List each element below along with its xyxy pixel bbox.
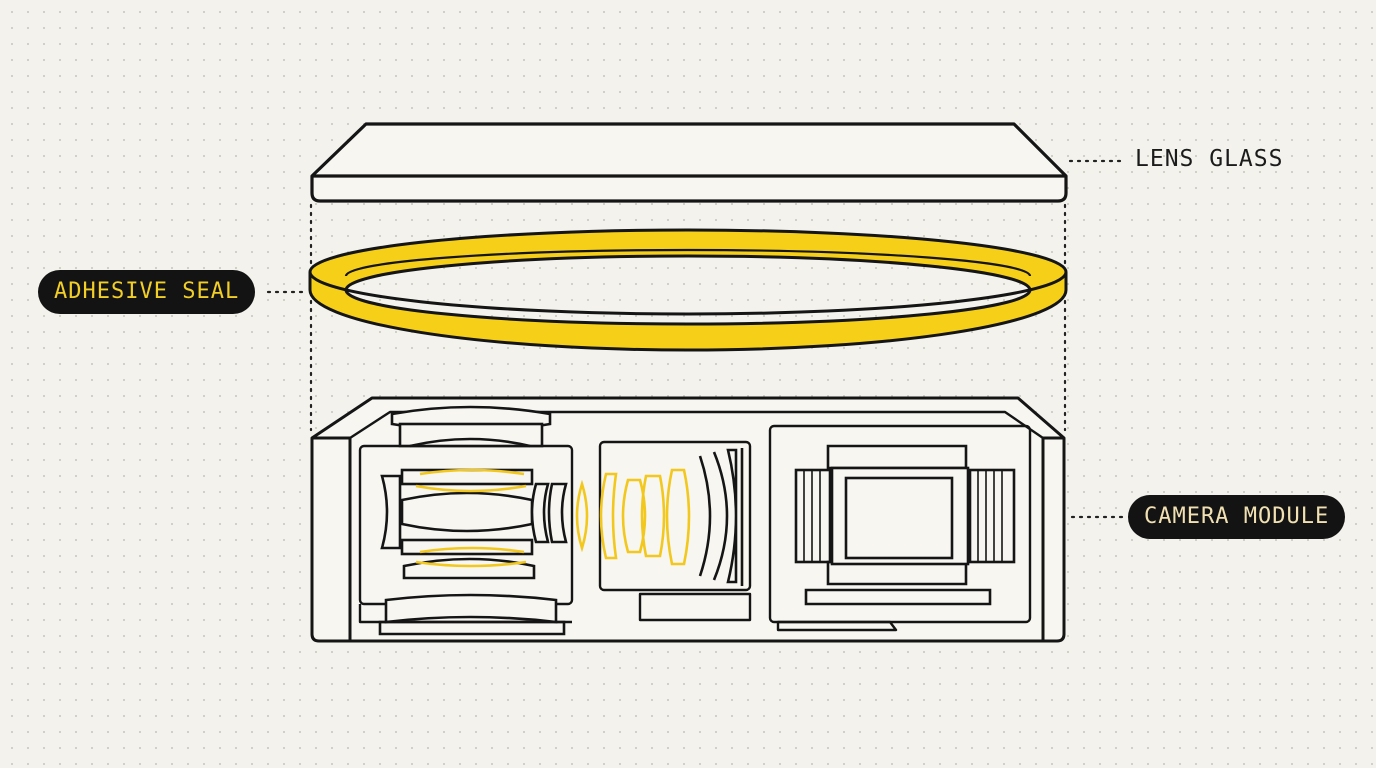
lens-glass-label: LENS GLASS xyxy=(1135,146,1284,172)
guide-lines xyxy=(266,159,1128,519)
lens-highlights xyxy=(415,468,691,568)
lens-stack xyxy=(378,405,744,636)
adhesive-seal-ring xyxy=(308,228,1068,352)
lens-glass-plate xyxy=(310,122,1068,203)
adhesive-seal-label: ADHESIVE SEAL xyxy=(38,270,256,314)
image-sensor xyxy=(794,444,1016,606)
camera-module-label: CAMERA MODULE xyxy=(1128,495,1346,539)
